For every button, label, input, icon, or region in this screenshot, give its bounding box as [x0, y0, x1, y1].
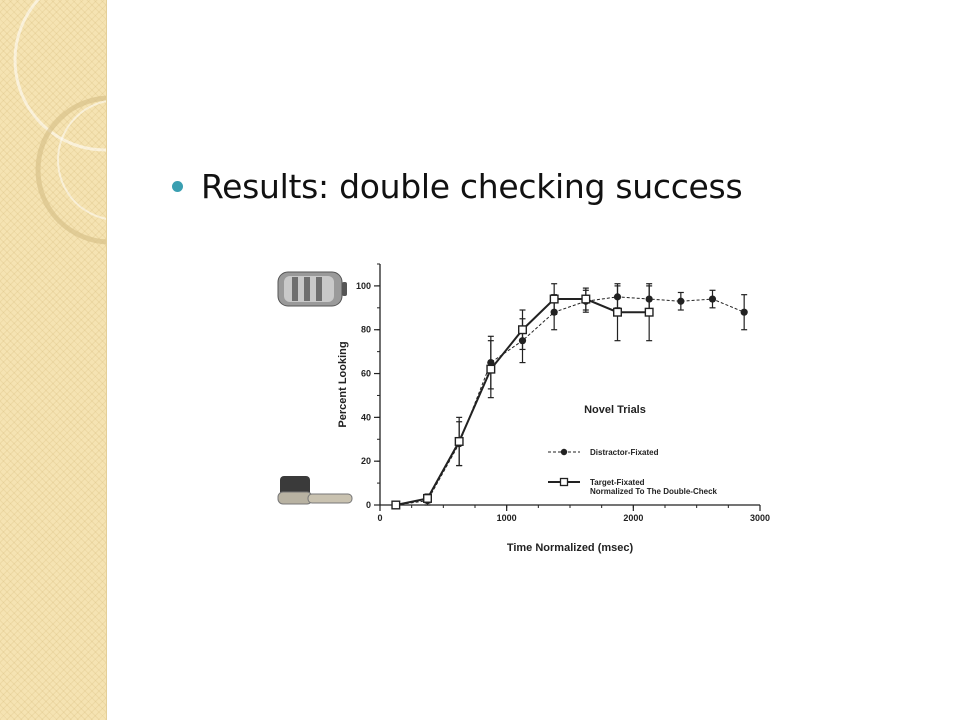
data-point — [517, 325, 527, 335]
data-point — [708, 295, 717, 303]
data-point — [454, 436, 464, 446]
data-point — [740, 308, 748, 316]
data-point — [549, 294, 559, 304]
legend-label: Distractor-Fixated — [590, 448, 659, 457]
data-point — [581, 294, 591, 304]
y-tick-label: 0 — [366, 500, 371, 510]
x-tick-label: 1000 — [497, 513, 517, 523]
x-tick-label: 0 — [377, 513, 382, 523]
brush-icon — [277, 476, 353, 505]
legend-title: Novel Trials — [584, 404, 646, 416]
data-point — [422, 493, 432, 503]
x-tick-label: 3000 — [750, 513, 770, 523]
series-1 — [392, 285, 748, 509]
data-point — [391, 500, 401, 510]
y-tick-label: 40 — [361, 412, 371, 422]
legend-marker — [559, 477, 569, 487]
decorative-rings — [13, 0, 106, 245]
x-axis-title: Time Normalized (msec) — [507, 542, 634, 554]
bullet-point: Results: double checking success — [172, 164, 743, 208]
legend-marker — [560, 448, 568, 456]
y-axis-title: Percent Looking — [337, 341, 349, 427]
legend-label: Normalized To The Double-Check — [590, 487, 718, 496]
data-point — [486, 364, 496, 374]
series-line — [395, 296, 745, 506]
series-2 — [391, 283, 654, 510]
bullet-text: Results: double checking success — [201, 166, 743, 206]
bullet-dot — [172, 180, 183, 192]
decorative-side-panel — [0, 0, 107, 720]
data-point — [613, 307, 623, 317]
data-point — [644, 307, 654, 317]
y-tick-label: 80 — [361, 325, 371, 335]
legend-label: Target-Fixated — [590, 478, 645, 487]
battery-icon — [277, 271, 347, 307]
y-tick-label: 60 — [361, 369, 371, 379]
y-tick-label: 20 — [361, 456, 371, 466]
y-tick-label: 100 — [356, 281, 371, 291]
x-tick-label: 2000 — [623, 513, 643, 523]
data-point — [677, 297, 685, 305]
